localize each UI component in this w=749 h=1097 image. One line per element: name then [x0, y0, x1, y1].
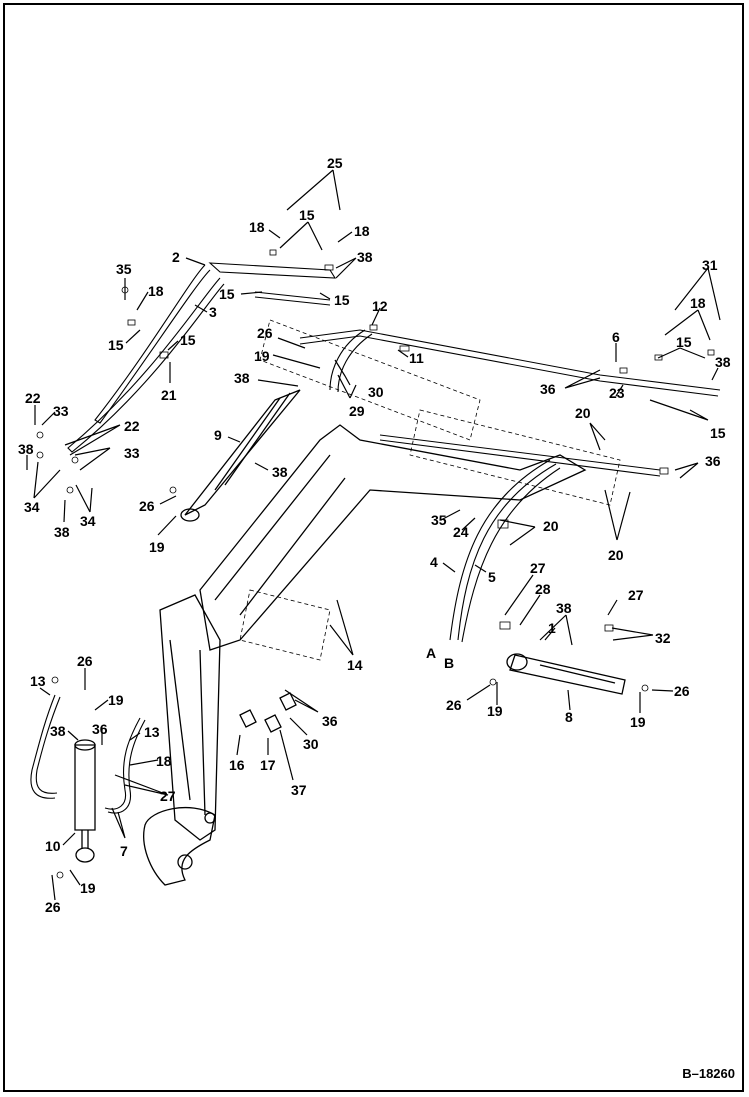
callout-label: 38 — [50, 723, 66, 739]
callout-label: 15 — [710, 425, 726, 441]
small-hoses-left — [30, 692, 297, 814]
callout-label: 22 — [25, 390, 41, 406]
callout-label: 23 — [609, 385, 625, 401]
callout-label: 18 — [354, 223, 370, 239]
callout-label: B — [444, 655, 454, 671]
callout-label: 27 — [628, 587, 644, 603]
callout-label: 14 — [347, 657, 363, 673]
callout-label: 12 — [372, 298, 388, 314]
callout-label: 4 — [430, 554, 438, 570]
callout-label: 35 — [116, 261, 132, 277]
callout-label: 36 — [540, 381, 556, 397]
callout-label: 18 — [249, 219, 265, 235]
callout-label: 20 — [543, 518, 559, 534]
callout-label: 38 — [18, 441, 34, 457]
callout-label: A — [426, 645, 436, 661]
callout-label: 15 — [676, 334, 692, 350]
callout-label: 15 — [180, 332, 196, 348]
boom-structure — [143, 319, 621, 886]
leader-lines — [26, 169, 721, 901]
callout-label: 30 — [303, 736, 319, 752]
callout-label: 19 — [254, 348, 270, 364]
callout-label: 1 — [548, 620, 556, 636]
callout-label: 6 — [612, 329, 620, 345]
callout-label: 8 — [565, 709, 573, 725]
callout-label: 30 — [368, 384, 384, 400]
callout-label: 13 — [144, 724, 160, 740]
callout-label: 26 — [446, 697, 462, 713]
callout-label: 26 — [139, 498, 155, 514]
callout-label: 29 — [349, 403, 365, 419]
cylinders — [74, 389, 626, 863]
callout-label: 20 — [608, 547, 624, 563]
callout-label: 3 — [209, 304, 217, 320]
callout-label: 31 — [702, 257, 718, 273]
callout-label: 11 — [409, 350, 424, 366]
callout-label: 37 — [291, 782, 307, 798]
callout-label: 18 — [690, 295, 706, 311]
callout-label: 28 — [535, 581, 551, 597]
callout-label: 2 — [172, 249, 180, 265]
callout-label: 19 — [108, 692, 124, 708]
callout-label: 10 — [45, 838, 61, 854]
callout-label: 34 — [24, 499, 40, 515]
callout-label: 21 — [161, 387, 177, 403]
callout-label: 16 — [229, 757, 245, 773]
callout-label: 27 — [160, 788, 176, 804]
callout-label: 19 — [149, 539, 165, 555]
callout-label: 20 — [575, 405, 591, 421]
callout-label: 38 — [357, 249, 373, 265]
callout-label: 35 — [431, 512, 447, 528]
callout-label: 38 — [715, 354, 731, 370]
callout-label: 5 — [488, 569, 496, 585]
callout-label: 18 — [148, 283, 164, 299]
upper-hoses — [67, 262, 721, 643]
callout-label: 15 — [108, 337, 124, 353]
callout-labels: 25 15 18 18 38 2 35 18 3 15 15 12 15 15 … — [18, 155, 731, 915]
figure-reference-number: B–18260 — [682, 1066, 735, 1081]
callout-label: 15 — [299, 207, 315, 223]
callout-label: 9 — [214, 427, 222, 443]
callout-label: 26 — [674, 683, 690, 699]
callout-label: 27 — [530, 560, 546, 576]
callout-label: 17 — [260, 757, 276, 773]
callout-label: 36 — [322, 713, 338, 729]
callout-label: 25 — [327, 155, 343, 171]
callout-label: 32 — [655, 630, 671, 646]
callout-label: 26 — [257, 325, 273, 341]
callout-label: 15 — [334, 292, 350, 308]
callout-label: 24 — [453, 524, 469, 540]
callout-label: 38 — [556, 600, 572, 616]
callout-label: 36 — [705, 453, 721, 469]
callout-label: 22 — [124, 418, 140, 434]
callout-label: 33 — [124, 445, 140, 461]
callout-label: 15 — [219, 286, 235, 302]
callout-label: 13 — [30, 673, 46, 689]
callout-label: 38 — [54, 524, 70, 540]
callout-label: 19 — [630, 714, 646, 730]
callout-label: 36 — [92, 721, 108, 737]
callout-label: 33 — [53, 403, 69, 419]
callout-label: 18 — [156, 753, 172, 769]
small-parts — [36, 249, 715, 879]
callout-label: 38 — [272, 464, 288, 480]
drawing-frame — [3, 3, 744, 1092]
callout-label: 7 — [120, 843, 128, 859]
callout-label: 19 — [80, 880, 96, 896]
callout-label: 26 — [77, 653, 93, 669]
callout-label: 26 — [45, 899, 61, 915]
callout-label: 19 — [487, 703, 503, 719]
callout-label: 34 — [80, 513, 96, 529]
callout-label: 38 — [234, 370, 250, 386]
